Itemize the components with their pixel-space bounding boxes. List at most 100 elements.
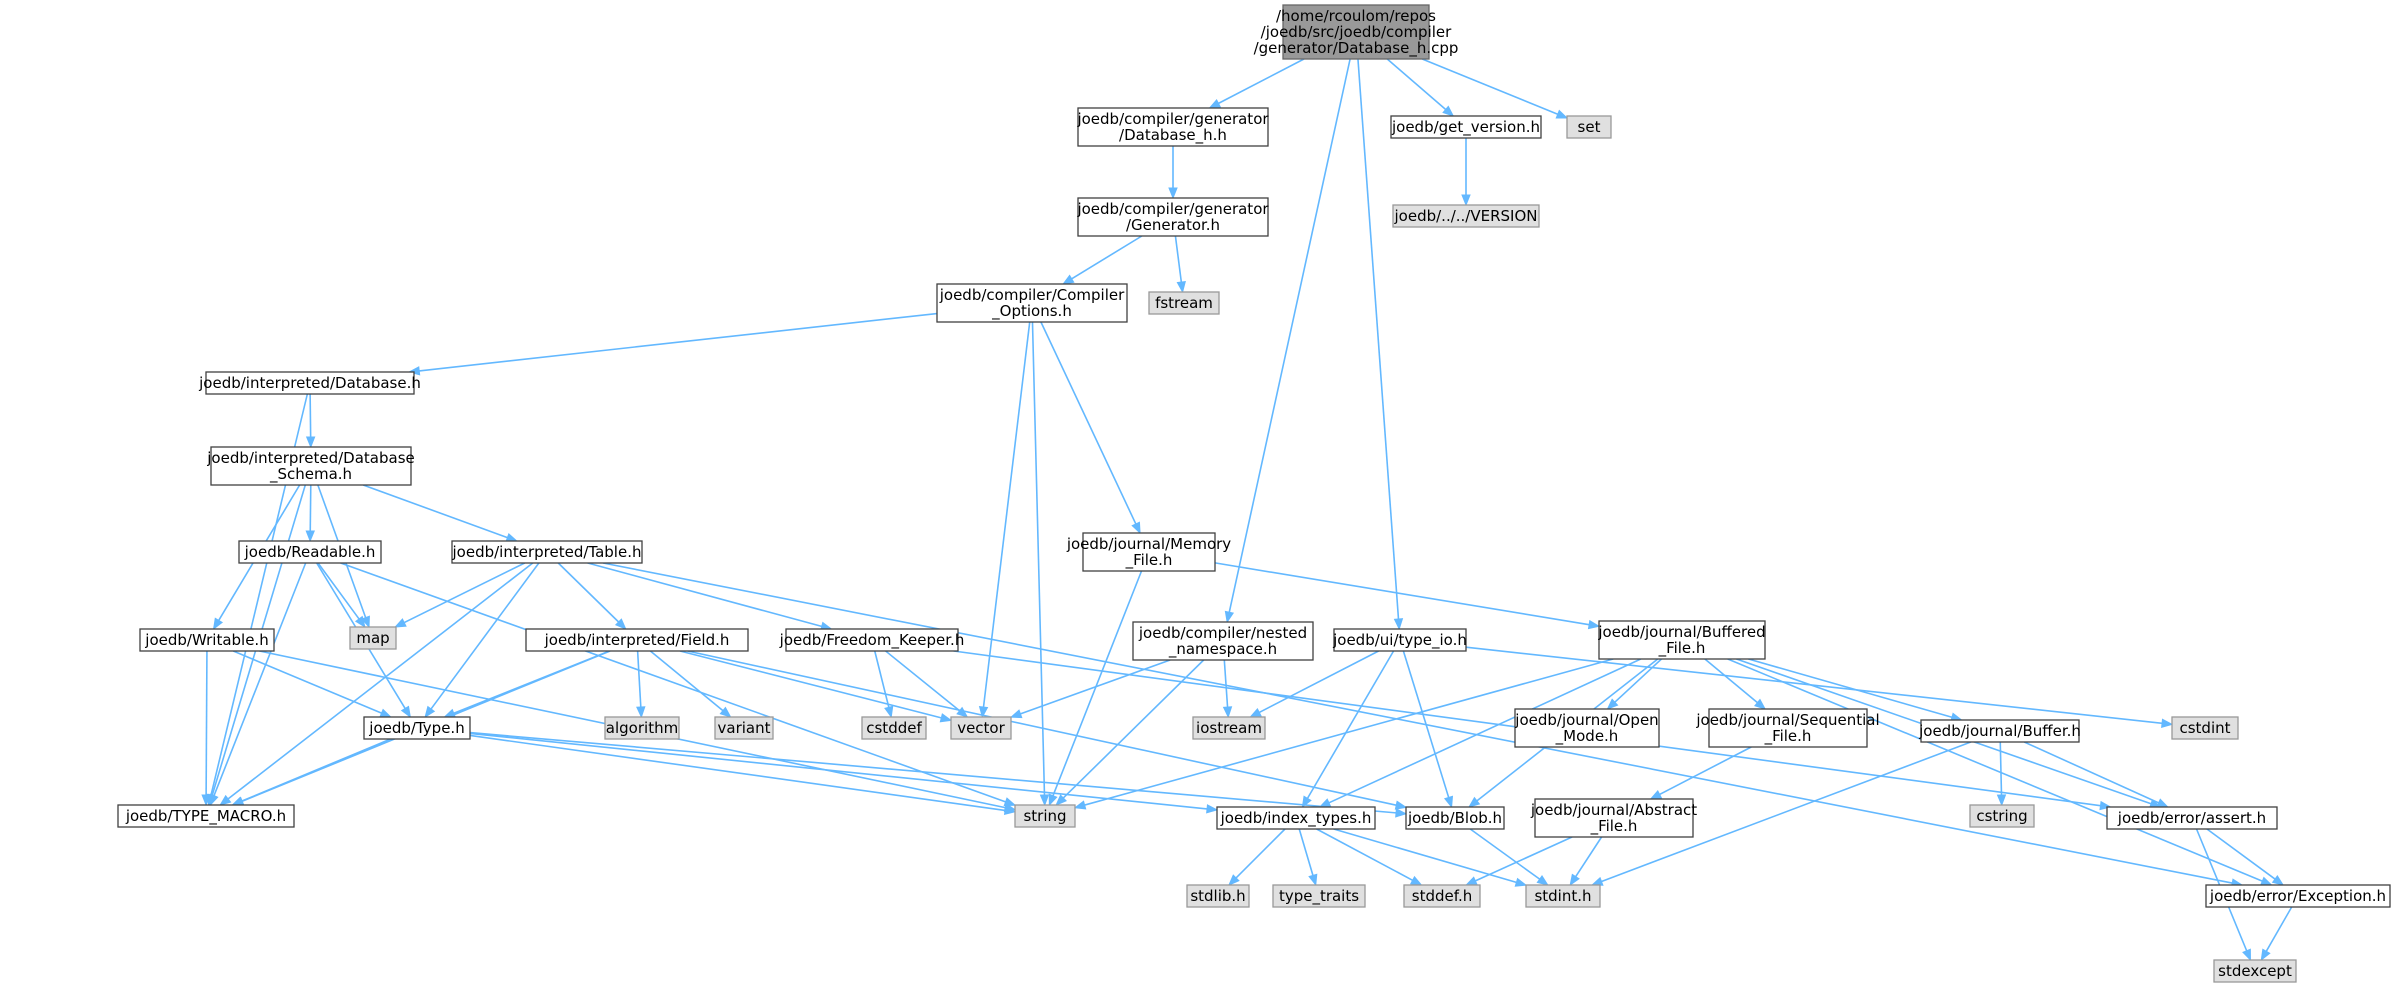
node-compiler_options[interactable]: joedb/compiler/Compiler_Options.h <box>936 283 1128 323</box>
edge-arrowhead <box>1228 874 1240 886</box>
edge-sequential_file-to-abstract_file <box>1649 746 1752 800</box>
edge-line <box>873 650 890 708</box>
edge-arrowhead <box>1039 794 1050 807</box>
edge-type_h-to-blob_h <box>469 731 1408 818</box>
edge-blob_h-to-stdint <box>1469 828 1549 886</box>
node-label-line: joedb/compiler/nested <box>1138 624 1307 642</box>
edge-arrowhead <box>1208 98 1222 109</box>
edge-arrowhead <box>2156 798 2169 808</box>
edge-arrowhead <box>1461 194 1471 207</box>
node-label-line: joedb/Freedom_Keeper.h <box>779 631 965 650</box>
node-label-line: variant <box>718 719 771 737</box>
edge-readable-to-map <box>317 562 366 629</box>
edge-db_schema-to-readable <box>305 484 315 543</box>
node-label-line: joedb/ui/type_io.h <box>1332 631 1467 650</box>
node-writable[interactable]: joedb/Writable.h <box>139 628 275 652</box>
node-label-line: joedb/index_types.h <box>1220 809 1372 828</box>
edge-compiler_options-to-vector <box>978 321 1031 719</box>
node-map: map <box>349 626 397 650</box>
edge-line <box>1031 321 1046 796</box>
node-assert_h[interactable]: joedb/error/assert.h <box>2106 806 2278 830</box>
edge-readable-to-type_macro <box>209 562 307 807</box>
edge-line <box>649 650 724 712</box>
node-box <box>1082 532 1216 572</box>
node-get_version[interactable]: joedb/get_version.h <box>1390 115 1542 139</box>
node-box <box>1525 884 1601 908</box>
edge-arrowhead <box>1569 873 1580 887</box>
node-label-line: /home/rcoulom/repos <box>1276 7 1436 25</box>
edge-abstract_file-to-stdint <box>1569 836 1603 887</box>
node-iostream: iostream <box>1192 716 1266 740</box>
node-cstdint: cstdint <box>2171 716 2239 740</box>
node-interp_table[interactable]: joedb/interpreted/Table.h <box>451 540 643 564</box>
edge-arrowhead <box>1224 610 1235 624</box>
node-type_h[interactable]: joedb/Type.h <box>363 716 471 740</box>
node-buffered_file[interactable]: joedb/journal/Buffered_File.h <box>1597 620 1766 660</box>
edge-line <box>2265 906 2293 952</box>
node-interp_field[interactable]: joedb/interpreted/Field.h <box>525 628 749 652</box>
edge-nested_namespace-to-vector <box>1009 659 1171 719</box>
edge-line <box>1052 570 1143 796</box>
node-abstract_file[interactable]: joedb/journal/Abstract_File.h <box>1530 798 1697 838</box>
edge-type_io-to-index_types <box>1301 650 1395 809</box>
node-buffer_h[interactable]: joedb/journal/Buffer.h <box>1918 719 2081 743</box>
node-readable[interactable]: joedb/Readable.h <box>238 540 382 564</box>
node-label-line: joedb/compiler/generator <box>1076 200 1269 218</box>
node-label-line: joedb/interpreted/Field.h <box>544 631 730 649</box>
edge-arrowhead <box>394 618 407 628</box>
node-box <box>1403 884 1481 908</box>
edge-line <box>1574 836 1603 878</box>
node-interp_database[interactable]: joedb/interpreted/Database.h <box>198 371 421 395</box>
edge-line <box>557 562 620 623</box>
edge-type_io-to-iostream <box>1249 650 1379 718</box>
node-nested_namespace[interactable]: joedb/compiler/nested_namespace.h <box>1132 621 1314 661</box>
node-database_h[interactable]: joedb/compiler/generator/Database_h.h <box>1076 107 1269 147</box>
edge-arrowhead <box>939 713 953 723</box>
node-type_macro[interactable]: joedb/TYPE_MACRO.h <box>117 804 295 828</box>
edge-generator_h-to-fstream <box>1174 235 1186 294</box>
node-sequential_file[interactable]: joedb/journal/Sequential_File.h <box>1695 708 1880 748</box>
node-label-line: _File.h <box>1658 639 1706 658</box>
node-db_schema[interactable]: joedb/interpreted/Database_Schema.h <box>206 446 415 486</box>
edge-arrowhead <box>636 706 646 719</box>
node-box <box>714 716 774 740</box>
edge-readable-to-string <box>340 562 1017 807</box>
node-generator_h[interactable]: joedb/compiler/generator/Generator.h <box>1076 197 1269 237</box>
node-label-line: _Options.h <box>991 302 1072 321</box>
edge-nested_namespace-to-iostream <box>1222 659 1233 719</box>
node-blob_h[interactable]: joedb/Blob.h <box>1405 806 1505 830</box>
node-label-line: joedb/get_version.h <box>1391 118 1540 137</box>
node-index_types[interactable]: joedb/index_types.h <box>1216 806 1376 830</box>
edge-arrowhead <box>1393 618 1404 631</box>
edge-line <box>1316 828 1413 881</box>
edge-arrowhead <box>1996 794 2007 807</box>
edge-arrowhead <box>1442 105 1455 117</box>
edge-line <box>1659 746 1752 796</box>
edge-arrowhead <box>2161 718 2174 728</box>
edge-arrowhead <box>1073 800 1087 810</box>
edge-arrowhead <box>1754 698 1767 710</box>
node-box <box>1920 719 2080 743</box>
edge-compiler_options-to-interp_database <box>407 312 938 376</box>
node-freedom_keeper[interactable]: joedb/Freedom_Keeper.h <box>779 628 965 652</box>
edge-arrowhead <box>1555 109 1569 119</box>
node-open_mode[interactable]: joedb/journal/Open_Mode.h <box>1514 708 1660 748</box>
node-exception_h[interactable]: joedb/error/Exception.h <box>2205 884 2391 908</box>
edge-line <box>1357 58 1400 620</box>
edge-line <box>1306 650 1395 799</box>
edge-line <box>1475 836 1573 882</box>
edge-index_types-to-stdint <box>1333 828 1528 887</box>
edge-line <box>982 321 1031 708</box>
edge-memory_file-to-buffered_file <box>1214 562 1601 630</box>
node-box <box>205 371 415 395</box>
node-root[interactable]: /home/rcoulom/repos/joedb/src/joedb/comp… <box>1254 4 1459 60</box>
edge-line <box>469 732 1208 810</box>
node-type_io[interactable]: joedb/ui/type_io.h <box>1332 628 1467 652</box>
edge-line <box>469 731 1397 814</box>
edge-interp_field-to-vector <box>679 650 953 723</box>
edge-buffer_h-to-stdint <box>1590 741 1972 886</box>
node-label-line: joedb/Blob.h <box>1407 809 1502 827</box>
node-memory_file[interactable]: joedb/journal/Memory_File.h <box>1066 532 1231 572</box>
edge-arrowhead <box>219 794 232 806</box>
